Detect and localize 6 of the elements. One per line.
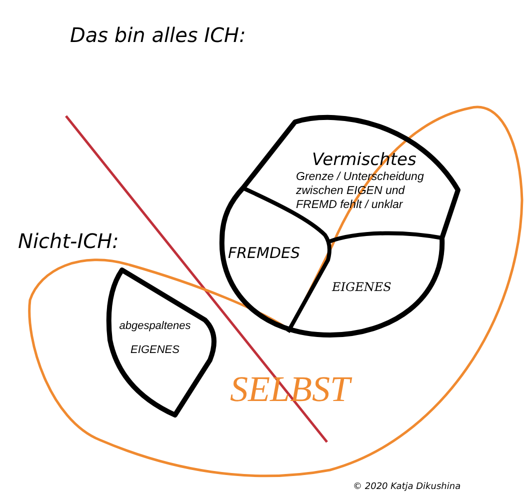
region-label: FREMDES xyxy=(228,243,300,264)
copyright-note: © 2020 Katja Dikushina xyxy=(353,481,461,494)
side-label: Nicht-ICH: xyxy=(18,228,119,255)
title: Das bin alles ICH: xyxy=(70,22,246,49)
region-label: EIGENES xyxy=(332,279,392,296)
region-label: abgespaltenes EIGENES xyxy=(118,319,192,358)
